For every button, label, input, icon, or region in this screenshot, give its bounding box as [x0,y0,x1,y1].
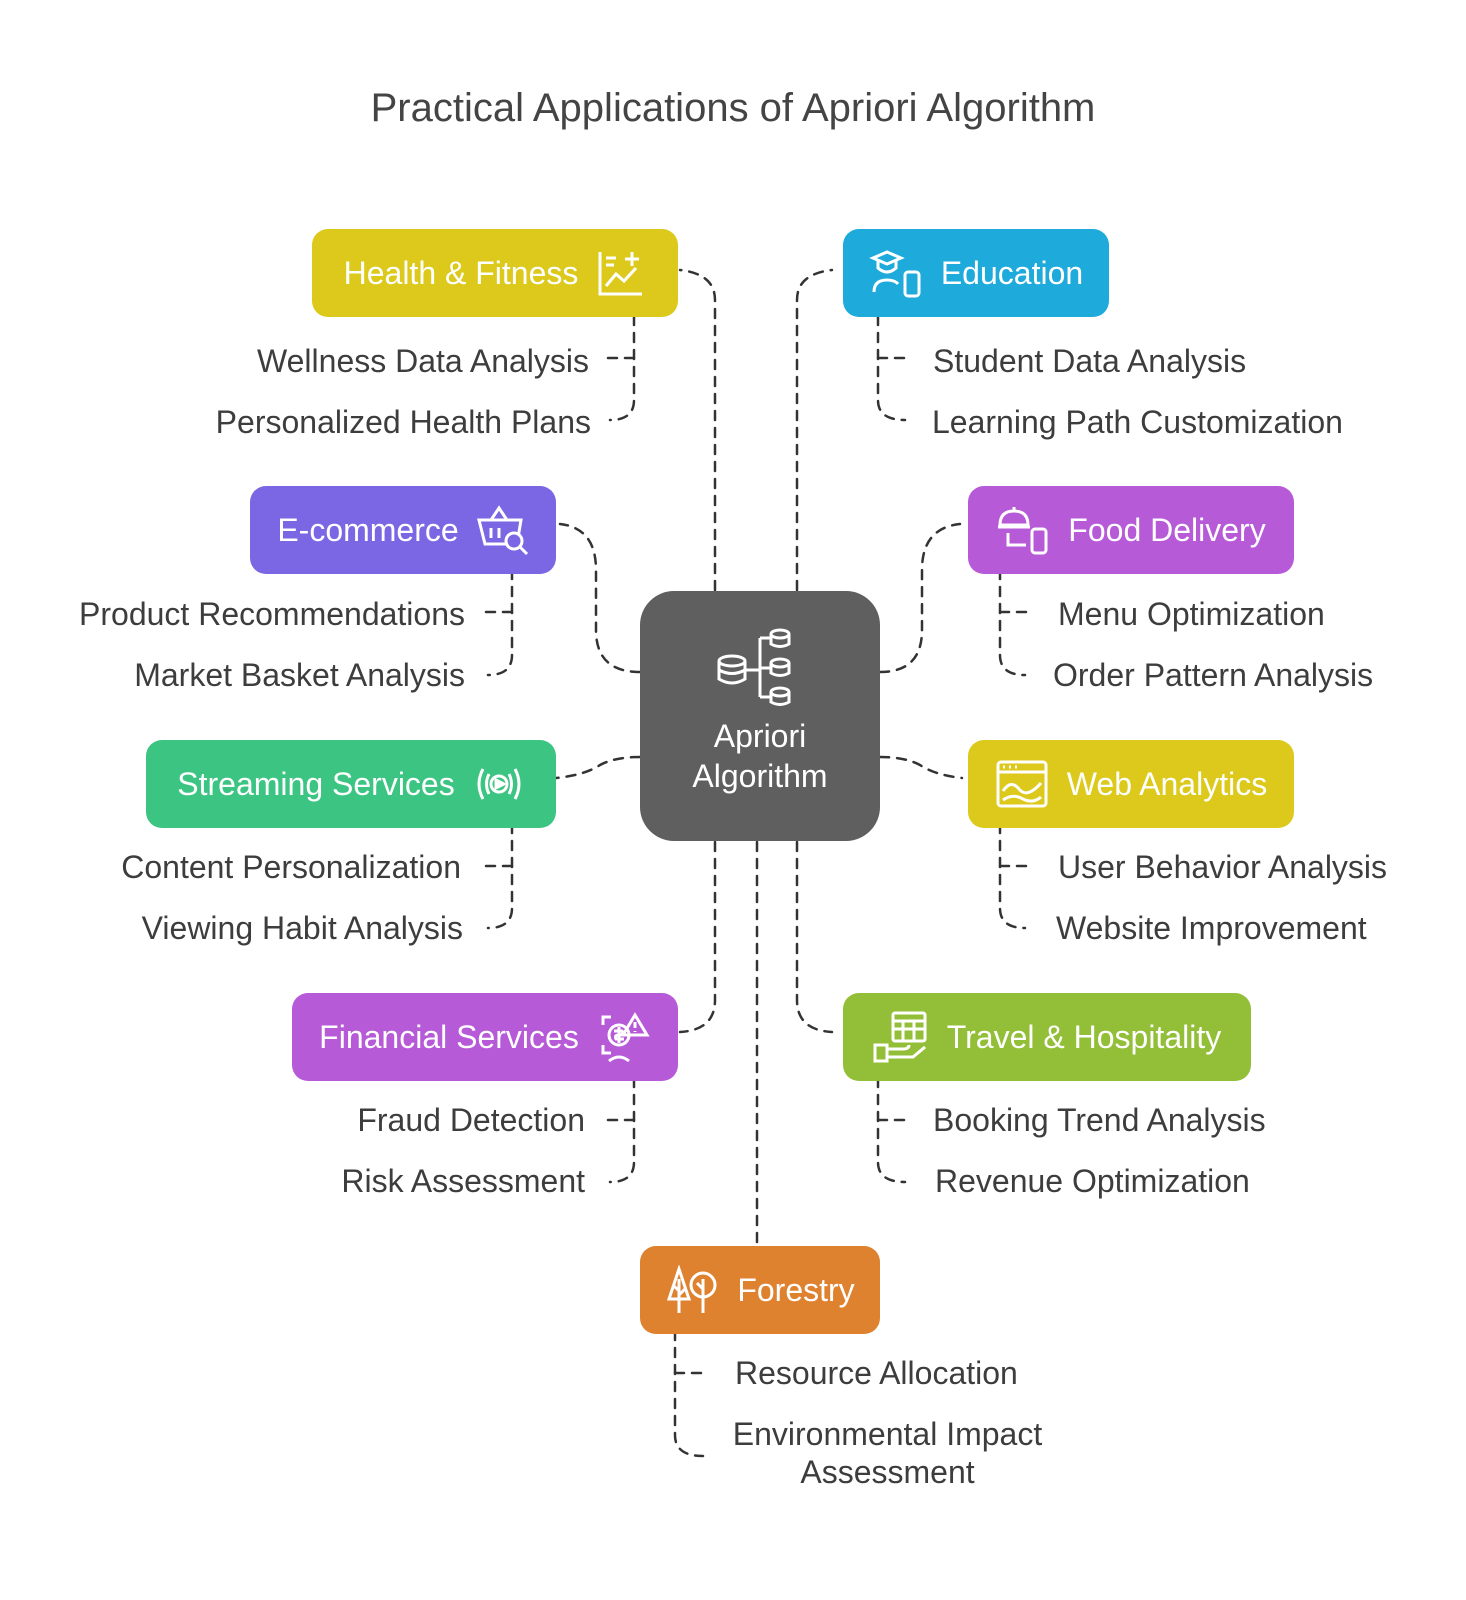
basket-search-icon [476,504,529,556]
database-tree-icon [716,625,804,714]
central-label-line2: Algorithm [692,758,828,794]
graduate-device-icon [869,248,923,298]
connector-ecommerce [558,522,642,674]
card-label: Web Analytics [1066,765,1268,802]
booking-hand-icon [873,1011,929,1063]
card-health-fitness: Health & Fitness [312,229,678,317]
card-label: Health & Fitness [343,254,579,291]
connector-food [878,522,962,674]
connector-web [878,755,964,780]
connector-streaming [554,755,642,780]
list-item: User Behavior Analysis [1058,849,1388,885]
card-label: Food Delivery [1068,511,1266,548]
list-item: Environmental Impact Assessment [732,1416,1043,1490]
connector-education [795,268,834,592]
card-travel-hospitality: Travel & Hospitality [843,993,1251,1081]
card-forestry: Forestry [640,1246,880,1334]
streaming-icon [473,763,525,805]
card-label: Financial Services [319,1018,579,1055]
list-item: Product Recommendations [79,596,465,632]
central-node: Apriori Algorithm [640,591,880,841]
list-item: Risk Assessment [341,1163,585,1199]
health-chart-icon [596,248,646,298]
card-ecommerce: E-commerce [250,486,556,574]
card-streaming-services: Streaming Services [146,740,556,828]
web-analytics-icon [995,759,1049,809]
list-item: Wellness Data Analysis [257,343,589,379]
list-item: Student Data Analysis [933,343,1247,379]
list-item: Learning Path Customization [932,404,1343,440]
card-financial-services: Financial Services [292,993,678,1081]
card-education: Education [843,229,1109,317]
food-delivery-icon [996,505,1050,555]
card-label: Streaming Services [177,765,455,802]
card-label: Travel & Hospitality [946,1018,1222,1055]
list-item: Resource Allocation [735,1355,1018,1391]
list-item: Market Basket Analysis [134,657,465,693]
diagram-title: Practical Applications of Apriori Algori… [370,86,1096,130]
trees-icon [665,1265,719,1315]
central-label-line1: Apriori [713,718,807,754]
card-web-analytics: Web Analytics [968,740,1294,828]
list-item: Website Improvement [1056,910,1367,946]
card-food-delivery: Food Delivery [968,486,1294,574]
card-label: Education [940,254,1084,291]
connector-travel [795,840,834,1034]
card-label: Forestry [737,1271,855,1308]
connector-health [678,268,717,592]
connector-financial [678,840,717,1034]
list-item: Booking Trend Analysis [933,1102,1266,1138]
list-item: Order Pattern Analysis [1053,657,1374,693]
list-item: Menu Optimization [1058,596,1325,632]
list-item: Content Personalization [121,849,461,885]
list-item: Revenue Optimization [935,1163,1250,1199]
finance-alert-icon [597,1011,651,1063]
list-item: Viewing Habit Analysis [141,910,463,946]
list-item: Fraud Detection [357,1102,585,1138]
card-label: E-commerce [277,511,459,548]
list-item: Personalized Health Plans [215,404,591,440]
